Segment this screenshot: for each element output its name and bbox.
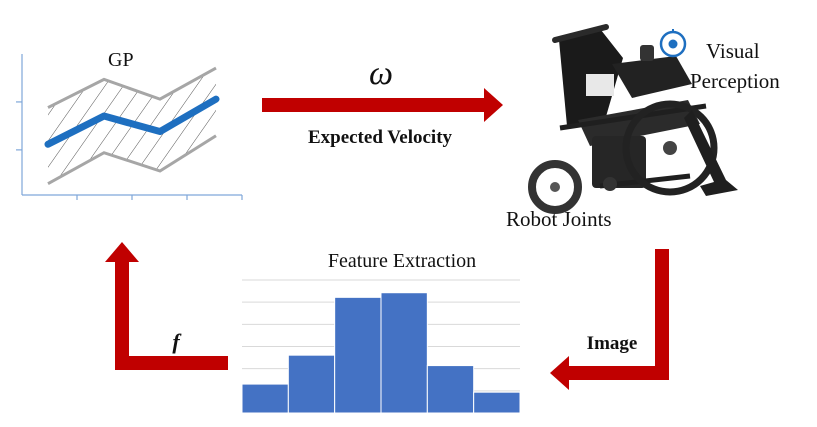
gp-mean-line [44,95,220,148]
expected-velocity-arrow-shaft [262,98,488,112]
image-arrow-vertical-shaft [655,249,669,380]
feature-chart-bar [241,383,289,414]
wheelchair-footrest [684,110,738,196]
gp-upper-bound-line [47,66,217,109]
image-arrow: Image [550,249,669,390]
wheelchair-armrest [612,56,692,98]
feature-chart-bar [334,296,382,414]
expected-velocity-arrow: ω Expected Velocity [262,55,503,148]
feature-arrow-horizontal-shaft [115,356,228,370]
image-arrow-horizontal-shaft [565,366,669,380]
robot-joints-label: Robot Joints [506,207,612,231]
expected-velocity-arrow-head [484,88,503,122]
wheelchair-anti-tip-wheel [603,177,617,191]
omega-symbol: ω [369,55,393,92]
wheelchair-robot-illustration: Visual Perception Robot Joints [506,24,780,231]
expected-velocity-label: Expected Velocity [308,127,453,148]
wheelchair-rear-wheel-hub [663,141,677,155]
feature-arrow-head [105,242,139,262]
image-arrow-head [550,356,569,390]
wheelchair-frame [559,103,707,131]
gp-title: GP [108,49,134,71]
gp-lower-bound-line [47,134,217,186]
feature-extraction-chart: Feature Extraction [241,250,521,414]
feature-chart-bar [287,354,336,414]
feature-arrow: f [105,242,228,370]
camera-lens-inner [668,39,678,49]
wheelchair-rear-wheel [622,100,718,196]
feature-chart-bar [380,292,428,414]
feature-chart-bar [473,391,521,414]
wheelchair-front-wheel-hub [550,182,560,192]
gp-chart: GP [16,49,243,200]
feature-extraction-title: Feature Extraction [328,250,476,272]
visual-perception-label-line2: Perception [690,69,780,93]
wheelchair-joystick [640,45,654,61]
feature-arrow-vertical-shaft [115,262,129,370]
wheelchair-push-handle [552,24,609,43]
camera-lens-icon [659,29,687,58]
feature-chart-bars [241,292,521,414]
wheelchair-side-panel [586,74,614,96]
visual-perception-label-line1: Visual [706,39,760,63]
gp-chart-axes [16,54,243,200]
image-label: Image [587,333,638,354]
feature-chart-bar [426,365,475,414]
feature-symbol-label: f [172,329,182,354]
